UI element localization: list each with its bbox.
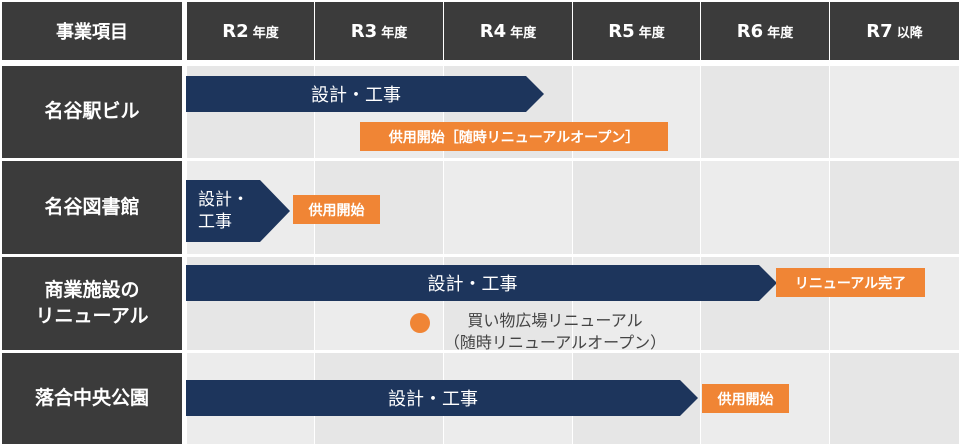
grid-cell [830,353,959,444]
grid-cell [701,161,829,254]
year-suffix: 年度 [252,25,279,41]
year-suffix: 以降 [896,25,923,41]
year-label: R2 [222,20,249,42]
grid-cell [830,66,959,158]
year-label: R3 [350,20,378,42]
milestone-dot-icon [410,313,430,333]
milestone-tag: 供用開始［随時リニューアルオープン］ [360,122,668,151]
grid-cell [573,161,700,254]
year-label: R5 [608,20,635,42]
milestone-tag: 供用開始 [702,384,789,413]
year-label: R6 [736,20,764,42]
year-suffix: 年度 [381,25,408,41]
year-label: R7 [866,20,893,42]
header-project-label: 事業項目 [56,22,128,43]
year-label: R4 [479,20,507,42]
row-label-meitani-station-building: 名谷駅ビル [2,66,182,158]
grid-cell [830,161,959,254]
year-suffix: 年度 [767,25,794,41]
design-construction-bar: 設計・工事 [186,265,777,301]
year-suffix: 年度 [510,25,537,41]
year-suffix: 年度 [638,25,665,41]
grid-cell [701,66,829,158]
design-construction-bar: 設計・工事 [186,76,544,112]
milestone-tag: リニューアル完了 [776,268,925,297]
design-construction-bar: 設計・工事 [186,380,698,416]
milestone-tag: 供用開始 [293,195,380,224]
header-project-item: 事業項目 [2,2,182,60]
grid-cell [444,161,572,254]
row-label-ochiai-central-park: 落合中央公園 [2,353,182,444]
row-label-commercial-renewal: 商業施設の リニューアル [2,257,182,350]
shopping-plaza-note: 買い物広場リニューアル （随時リニューアルオープン） [443,311,667,352]
row-label-meitani-library: 名谷図書館 [2,161,182,254]
